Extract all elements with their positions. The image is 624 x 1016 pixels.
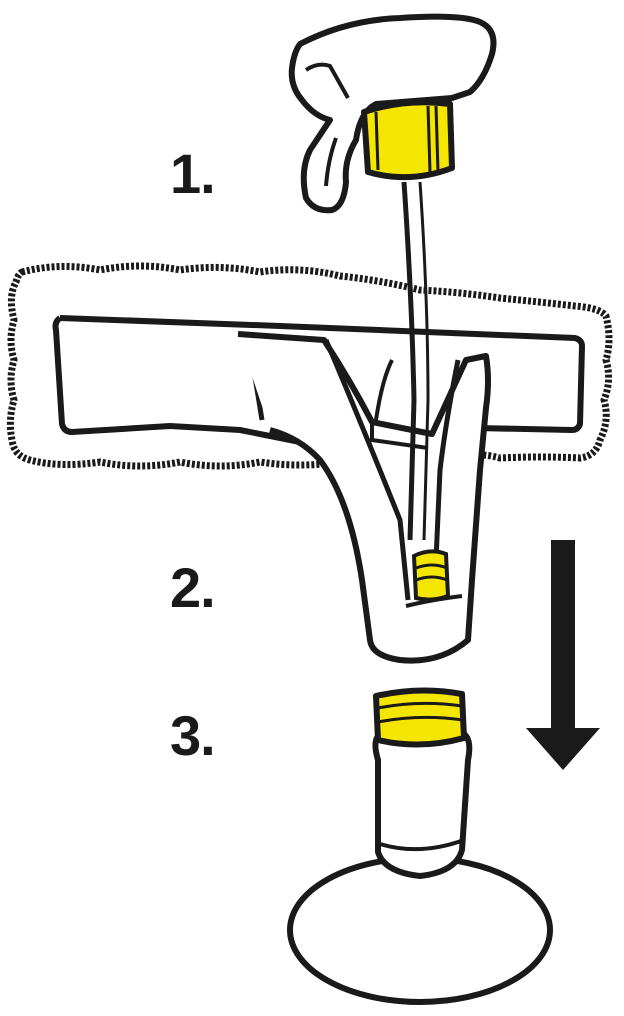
spray-trigger-icon bbox=[288, 13, 497, 214]
socket-thread bbox=[411, 549, 451, 602]
mop-socket bbox=[237, 331, 491, 664]
bottle-icon bbox=[287, 731, 553, 1005]
trigger-cap bbox=[361, 99, 455, 181]
down-arrow-icon bbox=[526, 540, 600, 770]
step-3-label: 3. bbox=[170, 704, 216, 767]
microfiber-pad bbox=[6, 262, 613, 470]
step-2-label: 2. bbox=[170, 556, 216, 619]
bottle-thread bbox=[373, 687, 467, 748]
dip-tube bbox=[401, 181, 417, 541]
step-1-label: 1. bbox=[170, 142, 216, 205]
